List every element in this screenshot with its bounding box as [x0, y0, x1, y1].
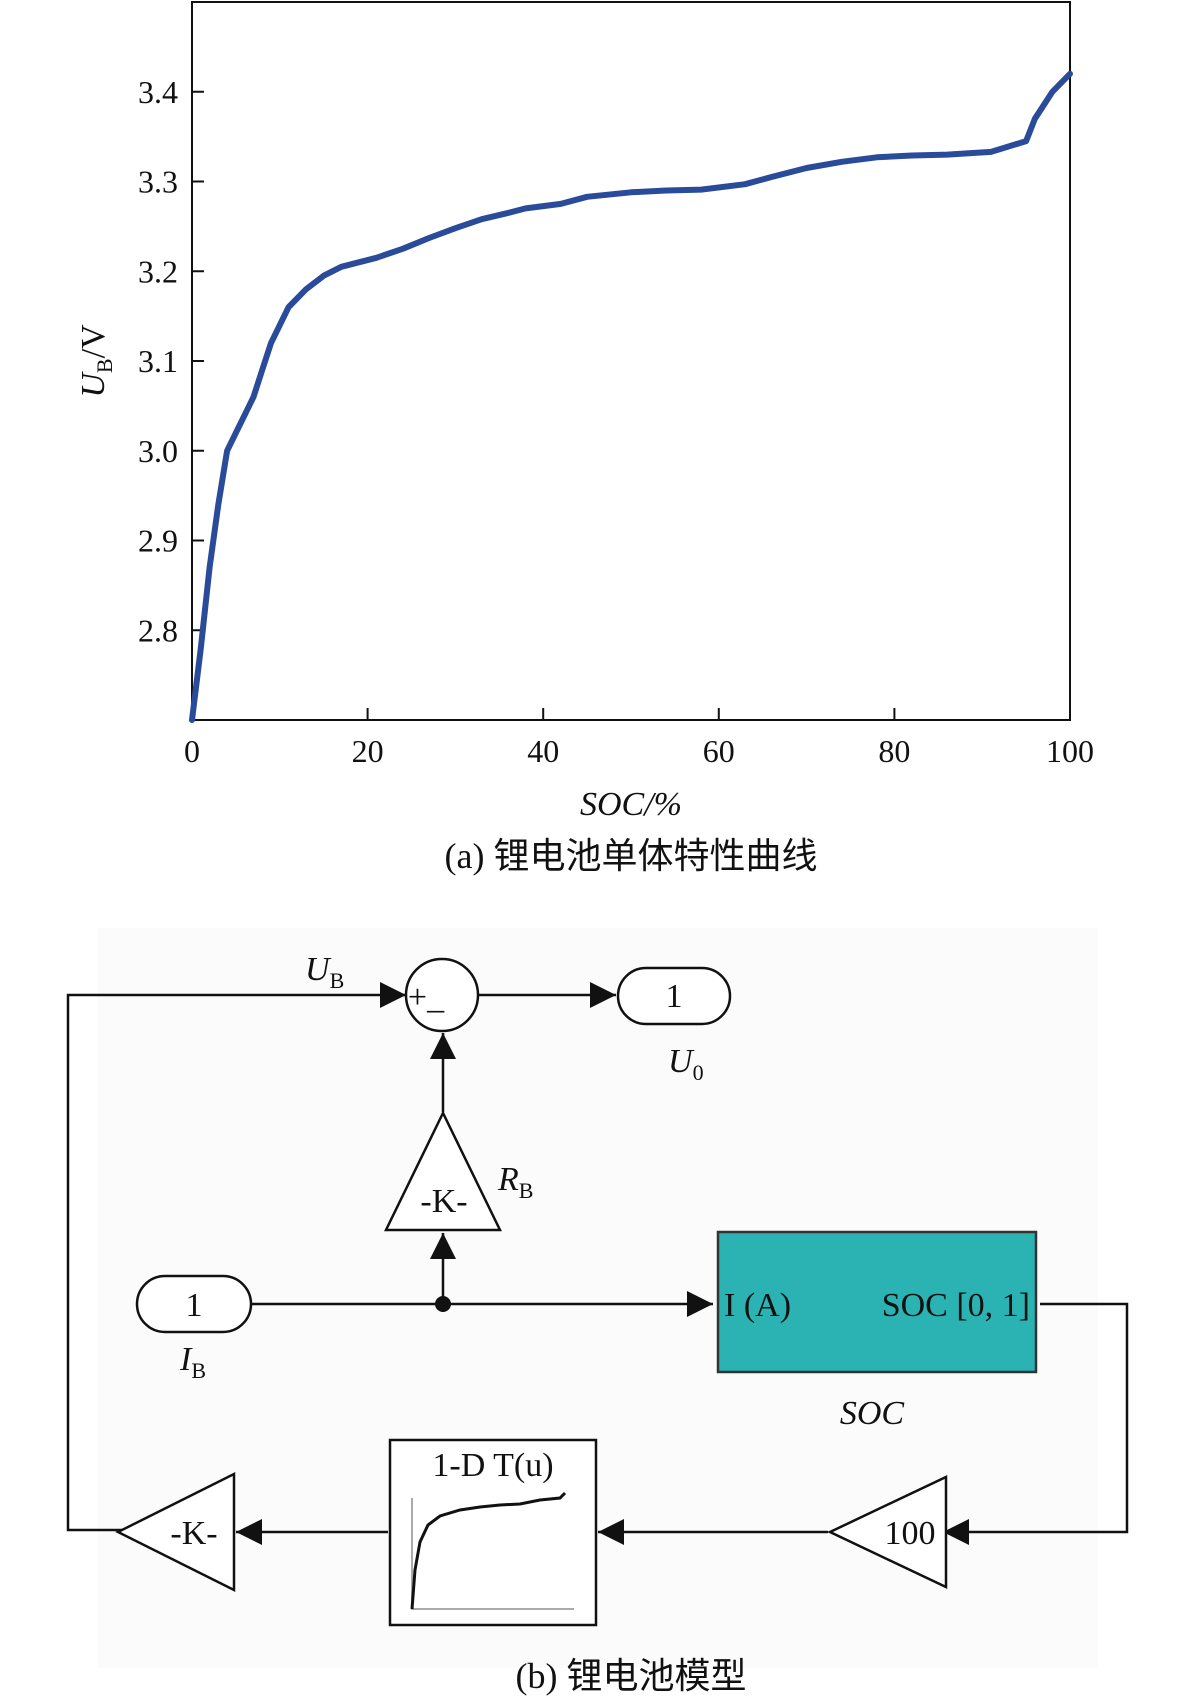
ub-signal-label: UB [305, 951, 344, 993]
gain-100-label: 100 [885, 1515, 936, 1552]
soc-block-name: SOC [840, 1395, 905, 1432]
lookup-table-label: 1-D T(u) [432, 1447, 553, 1484]
x-tick-label: 100 [1046, 733, 1094, 769]
outport-name: U0 [668, 1043, 704, 1085]
gain-k2-label: -K- [170, 1515, 217, 1552]
y-tick-label: 3.2 [138, 253, 178, 289]
soc-input-port-label: I (A) [724, 1287, 791, 1324]
y-tick-label: 2.8 [138, 612, 178, 648]
lookup-curve-icon [410, 1491, 567, 1610]
chart-caption: (a) 锂电池单体特性曲线 [445, 836, 818, 876]
outport-number: 1 [666, 978, 683, 1015]
x-axis-label-text: SOC/% [580, 786, 682, 823]
gain-k2-block[interactable]: -K- [115, 1471, 236, 1593]
gain-rb-block[interactable]: -K- [384, 1110, 502, 1232]
y-tick-label: 3.4 [138, 74, 178, 110]
battery-characteristic-chart: 0 20 40 60 80 100 2.8 2.9 3.0 3.1 3.2 3.3 3.4 SOC/%… [75, 1, 1094, 876]
y-axis-label-symbol: U [75, 371, 112, 398]
y-tick-label: 3.0 [138, 433, 178, 469]
y-tick-label: 3.1 [138, 343, 178, 379]
sum-signs: +_ [408, 979, 445, 1016]
y-axis-label-unit: /V [75, 324, 112, 358]
y-tick-label: 2.9 [138, 523, 178, 559]
soc-subsystem-block[interactable]: I (A) SOC [0, 1] [716, 1230, 1038, 1374]
x-axis-ticks: 0 20 40 60 80 100 [184, 708, 1094, 769]
diagram-caption: (b) 锂电池模型 [516, 1656, 747, 1696]
y-axis-label-sub: B [92, 358, 117, 373]
rb-name: RB [497, 1161, 533, 1203]
x-tick-label: 20 [352, 733, 384, 769]
gain-rb-label: -K- [420, 1183, 467, 1220]
y-axis-label: UB/V [75, 324, 117, 398]
sum-block[interactable]: +_ [404, 957, 480, 1033]
x-tick-label: 40 [527, 733, 559, 769]
y-tick-label: 3.3 [138, 164, 178, 200]
gain-100-block[interactable]: 100 [827, 1475, 948, 1589]
battery-model-diagram: +_ UB 1 U0 -K- RB 1 IB I (A) SOC [0, 1] … [66, 928, 1129, 1696]
plot-frame [191, 1, 1071, 721]
wire-soc-out [943, 1302, 1129, 1545]
inport-block[interactable]: 1 [135, 1274, 253, 1334]
outport-block[interactable]: 1 [616, 966, 732, 1026]
soc-output-port-label: SOC [0, 1] [882, 1287, 1030, 1324]
x-tick-label: 0 [184, 733, 200, 769]
x-tick-label: 80 [878, 733, 910, 769]
x-tick-label: 60 [703, 733, 735, 769]
y-axis-ticks: 2.8 2.9 3.0 3.1 3.2 3.3 3.4 [138, 74, 204, 648]
branch-point [435, 1296, 451, 1312]
x-axis-label: SOC/% [580, 786, 682, 823]
inport-name: IB [179, 1341, 206, 1383]
inport-number: 1 [186, 1287, 203, 1324]
voltage-soc-curve [189, 70, 1073, 723]
lookup-table-block[interactable]: 1-D T(u) [388, 1438, 598, 1627]
